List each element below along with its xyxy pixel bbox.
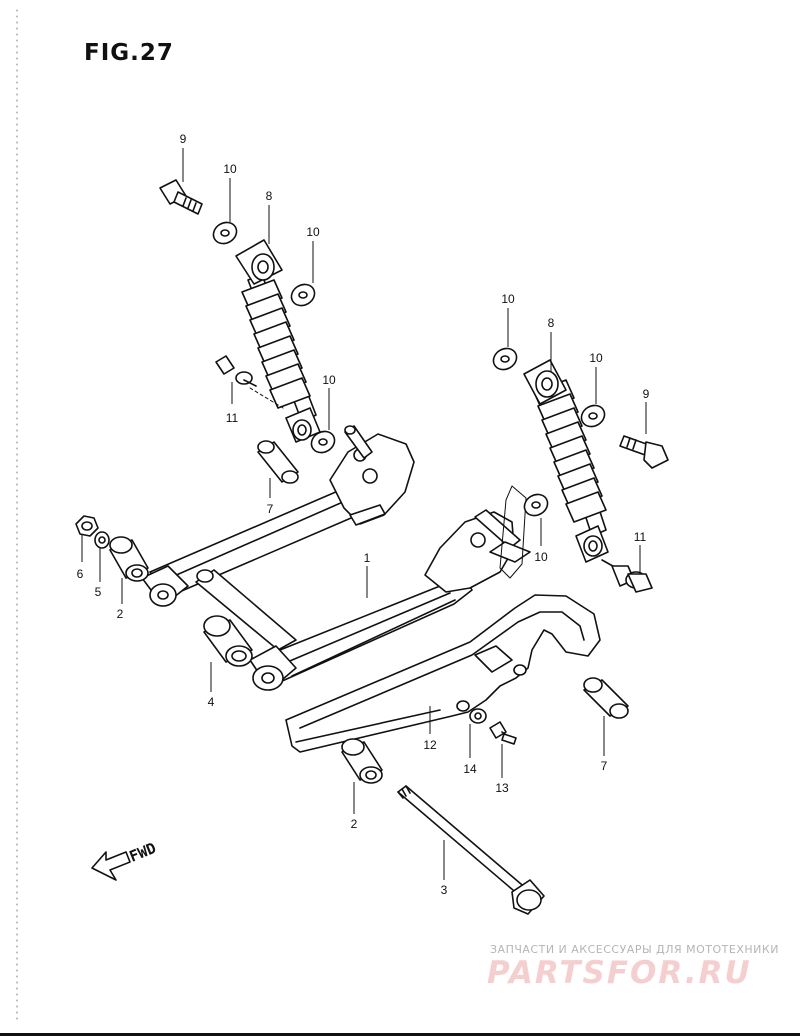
callout-2: 2 [117,607,124,621]
bottom-border [0,1033,800,1036]
bolt-13 [489,721,517,745]
bolt-9-right [619,435,669,469]
watermark-tagline: ЗАПЧАСТИ И АКСЕССУАРЫ ДЛЯ МОТОТЕХНИКИ [490,943,779,956]
bushing-2-right [341,738,383,784]
washer-5 [94,531,110,549]
nut-6 [75,515,99,537]
leader-lines [81,148,647,880]
pivot-shaft-3 [397,785,545,915]
bushing-7-left [257,440,299,484]
callout-11: 11 [226,411,239,425]
callout-10: 10 [223,162,237,176]
callout-13: 13 [495,781,509,795]
bolt-9-left [159,179,203,215]
callout-7: 7 [601,759,608,773]
callout-8: 8 [548,316,555,330]
callout-10: 10 [306,225,320,239]
callout-8: 8 [266,189,273,203]
bolt-11-right [601,559,653,593]
shock-absorber-right [523,359,609,563]
callout-10: 10 [322,373,336,387]
callout-9: 9 [180,132,187,146]
callout-7: 7 [267,502,274,516]
figure-title: FIG.27 [84,40,174,66]
callout-2: 2 [351,817,358,831]
callout-9: 9 [643,387,650,401]
bushing-7-right [583,677,629,719]
callout-14: 14 [463,762,477,776]
fwd-label: FWD [127,839,159,866]
callout-10: 10 [501,292,515,306]
callout-4: 4 [208,695,215,709]
callout-6: 6 [77,567,84,581]
callout-5: 5 [95,585,102,599]
callout-12: 12 [423,738,437,752]
fwd-arrow-icon [91,851,131,881]
swingarm [141,425,531,691]
callout-10: 10 [589,351,603,365]
callout-10: 10 [534,550,548,564]
bolt-11-left [215,355,257,387]
chain-case [285,594,601,753]
watermark-logo: PARTSFOR.RU [487,955,752,991]
callouts: 9 10 8 10 11 10 7 6 5 2 1 4 10 8 10 9 10… [77,132,650,897]
bushing-2-left [109,536,149,582]
shock-absorber-left [235,239,321,443]
washers-10 [212,221,606,517]
callout-11: 11 [634,530,647,544]
callout-1: 1 [364,551,371,565]
bushing-4 [203,615,253,667]
washer-14 [469,708,487,724]
callout-3: 3 [441,883,448,897]
